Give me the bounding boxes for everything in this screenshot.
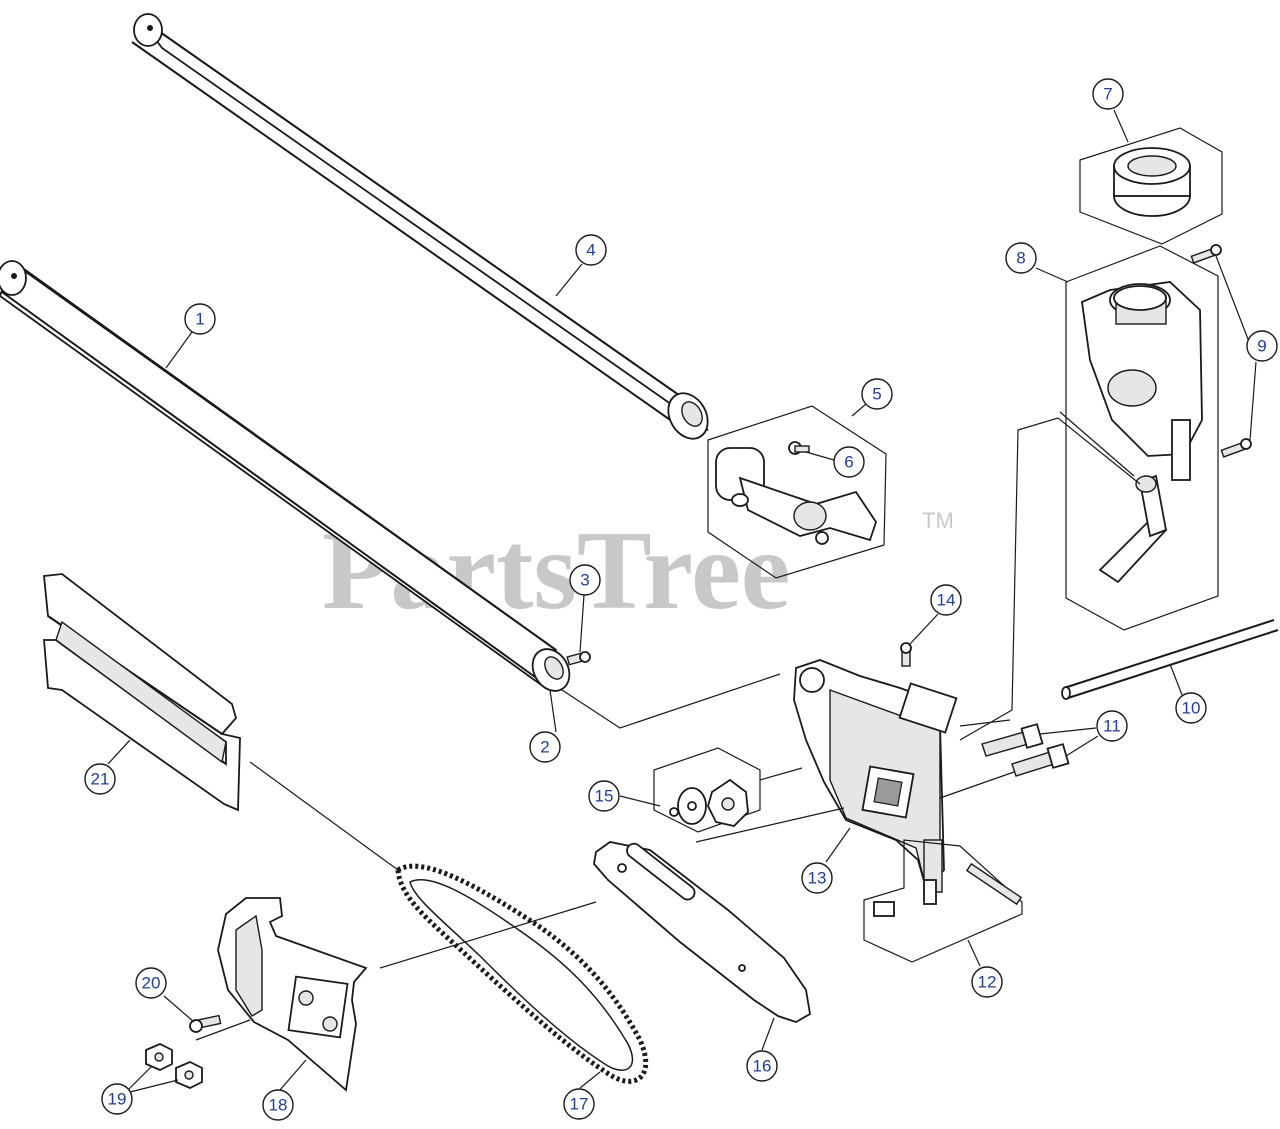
part-14-screw[interactable] (900, 642, 912, 667)
svg-text:17: 17 (570, 1095, 589, 1114)
svg-text:12: 12 (978, 973, 997, 992)
svg-text:16: 16 (753, 1057, 772, 1076)
callout-1[interactable]: 1 (184, 303, 216, 335)
svg-text:19: 19 (108, 1090, 127, 1109)
callout-9[interactable]: 9 (1246, 330, 1278, 362)
part-11-bolts[interactable] (981, 723, 1070, 777)
svg-text:2: 2 (540, 738, 549, 757)
part-8-fuel-tank[interactable] (1065, 245, 1219, 631)
part-3-screw[interactable] (566, 651, 591, 666)
callout-4[interactable]: 4 (575, 234, 607, 266)
svg-text:3: 3 (580, 571, 589, 590)
part-16-guide-bar[interactable] (593, 841, 811, 1023)
part-19-nuts[interactable] (145, 1043, 203, 1089)
callout-12[interactable]: 12 (971, 966, 1003, 998)
svg-text:13: 13 (808, 869, 827, 888)
svg-text:7: 7 (1103, 85, 1112, 104)
callout-6[interactable]: 6 (833, 446, 865, 478)
svg-text:15: 15 (595, 787, 614, 806)
svg-text:9: 9 (1257, 337, 1266, 356)
part-21-rail[interactable] (43, 573, 241, 812)
callout-17[interactable]: 17 (563, 1088, 595, 1120)
part-7-fuel-cap[interactable] (1079, 127, 1223, 245)
svg-text:5: 5 (872, 385, 881, 404)
svg-text:4: 4 (586, 241, 595, 260)
part-17-saw-chain[interactable] (395, 863, 649, 1084)
part-9-screws[interactable] (1190, 244, 1252, 458)
part-15-sprocket[interactable] (653, 747, 761, 833)
assembly-lines (195, 411, 1185, 1041)
part-10-rod[interactable] (1061, 619, 1279, 700)
callout-3[interactable]: 3 (569, 564, 601, 596)
callout-21[interactable]: 21 (84, 763, 116, 795)
part-6-screw[interactable] (788, 441, 810, 455)
svg-text:1: 1 (195, 310, 204, 329)
callout-5[interactable]: 5 (861, 378, 893, 410)
callout-13[interactable]: 13 (801, 862, 833, 894)
callout-8[interactable]: 8 (1005, 242, 1037, 274)
part-12-bracket[interactable] (863, 839, 1023, 963)
part-18-chain-guard[interactable] (217, 897, 368, 1092)
callout-11[interactable]: 11 (1096, 710, 1128, 742)
callout-20[interactable]: 20 (135, 967, 167, 999)
callouts: 1 2 3 4 5 6 7 8 9 10 11 12 13 14 15 16 1… (84, 78, 1278, 1121)
part-13-gear-case[interactable] (793, 659, 958, 893)
callout-7[interactable]: 7 (1092, 78, 1124, 110)
svg-text:14: 14 (937, 591, 956, 610)
callout-16[interactable]: 16 (746, 1050, 778, 1082)
callout-19[interactable]: 19 (101, 1083, 133, 1115)
svg-text:10: 10 (1182, 699, 1201, 718)
part-20-screw[interactable] (189, 1014, 222, 1033)
callout-2[interactable]: 2 (529, 731, 561, 763)
svg-text:6: 6 (844, 453, 853, 472)
part-1-lower-shaft[interactable] (0, 260, 577, 698)
svg-text:20: 20 (142, 974, 161, 993)
callout-18[interactable]: 18 (262, 1089, 294, 1121)
callout-leaders (107, 109, 1257, 1093)
watermark-trademark: TM (922, 508, 954, 533)
part-5-clamp-housing[interactable] (707, 405, 887, 579)
callout-10[interactable]: 10 (1175, 692, 1207, 724)
svg-text:21: 21 (91, 770, 110, 789)
svg-text:8: 8 (1016, 249, 1025, 268)
svg-text:18: 18 (269, 1096, 288, 1115)
svg-text:11: 11 (1103, 717, 1121, 736)
part-4-upper-shaft[interactable] (131, 13, 716, 446)
callout-15[interactable]: 15 (588, 780, 620, 812)
callout-14[interactable]: 14 (930, 584, 962, 616)
